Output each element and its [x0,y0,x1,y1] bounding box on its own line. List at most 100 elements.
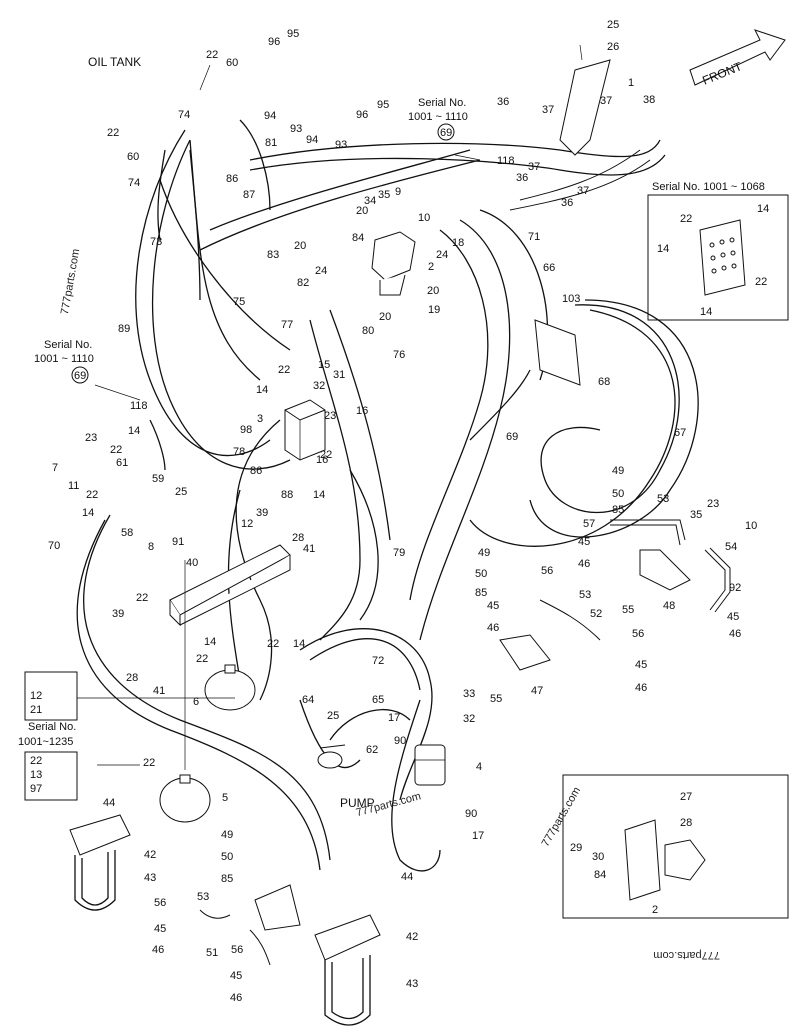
callout: 118 [497,155,515,167]
watermark-right: 777parts.com [540,785,584,849]
callout: 96 [356,109,368,121]
part-callouts: 25 26 1 95 96 22 60 94 93 94 93 96 95 74… [30,19,769,1004]
callout: 46 [578,558,590,570]
callout: 14 [293,638,305,650]
bracket-bottom [254,884,301,931]
callout: 74 [128,177,140,189]
callout: 22 [107,127,119,139]
callout: 91 [172,536,184,548]
callout: 14 [657,243,669,255]
callout: 51 [206,947,218,959]
callout: 19 [428,304,440,316]
valve-84-top [371,231,416,296]
callout: 20 [427,285,439,297]
callout: 65 [372,694,384,706]
callout: 28 [292,532,304,544]
callout: 33 [463,688,475,700]
callout: 6 [193,696,199,708]
inset-box-serial-1068 [647,194,789,321]
callout: 68 [598,376,610,388]
callout: 32 [463,713,475,725]
callout: 28 [126,672,138,684]
callout: 1 [628,77,634,89]
callout: 13 [30,769,42,781]
callout: 55 [490,693,502,705]
filter-4 [414,744,446,786]
callout: 81 [265,137,277,149]
callout: 22 [278,364,290,376]
callout: 45 [154,923,166,935]
callout: 39 [112,608,124,620]
callout: 45 [635,659,647,671]
callout: 2 [652,904,658,916]
callout: 52 [590,608,602,620]
pump-62 [317,744,346,769]
callout: 45 [487,600,499,612]
clamp-42-right [314,914,381,1026]
oil-tank-label: OIL TANK [88,55,141,69]
callout: 36 [497,96,509,108]
callout: 22 [680,213,692,225]
callout: 25 [607,19,619,31]
callout: 41 [303,543,315,555]
callout: 36 [561,197,573,209]
callout: 7 [52,462,58,474]
callout: 14 [82,507,94,519]
callout: 32 [313,380,325,392]
callout: 36 [516,172,528,184]
pump-label: PUMP [340,796,375,810]
callout: 53 [657,493,669,505]
callout: 85 [612,504,624,516]
callout: 96 [268,36,280,48]
callout: 84 [594,869,606,881]
callout: 22 [267,638,279,650]
callout: 71 [528,231,540,243]
callout: 24 [315,265,327,277]
serial-top-range: 1001 ~ 1110 [408,111,468,123]
callout: 23 [707,498,719,510]
manifold-inset [699,219,746,296]
watermark-left: 777parts.com [59,248,82,316]
callout: 22 [755,276,767,288]
watermarks: 777parts.com 777parts.com 777parts.com 7… [59,248,720,961]
callout: 93 [290,123,302,135]
callout: 118 [130,400,148,412]
callout: 55 [622,604,634,616]
callout: 50 [221,851,233,863]
callout: 22 [136,592,148,604]
callout: 12 [30,690,42,702]
callout: 49 [612,465,624,477]
callout: 88 [281,489,293,501]
callout: 46 [230,992,242,1004]
serial-lower-title: Serial No. [28,721,76,733]
inset-valve-84 [624,819,706,901]
callout: 22 [86,489,98,501]
callout: 82 [297,277,309,289]
block-40 [169,544,291,627]
front-arrow-icon [689,29,786,86]
callout: 20 [356,205,368,217]
callout: 53 [579,589,591,601]
callout: 75 [233,296,245,308]
callout: 17 [388,712,400,724]
callout: 31 [333,369,345,381]
callout: 14 [757,203,769,215]
callout: 35 [378,189,390,201]
callout: 61 [116,457,128,469]
leader-lines [77,44,583,770]
callout: 72 [372,655,384,667]
serial-left-ref: 69 [74,370,86,382]
callout: 48 [663,600,675,612]
callout: 16 [316,454,328,466]
callout: 46 [487,622,499,634]
callout: 2 [428,261,434,273]
callout: 10 [418,212,430,224]
callout: 62 [366,744,378,756]
callout: 94 [264,110,276,122]
callout: 60 [226,57,238,69]
callout: 34 [364,195,376,207]
parts [69,29,786,1026]
callout: 60 [127,151,139,163]
callout: 5 [222,792,228,804]
